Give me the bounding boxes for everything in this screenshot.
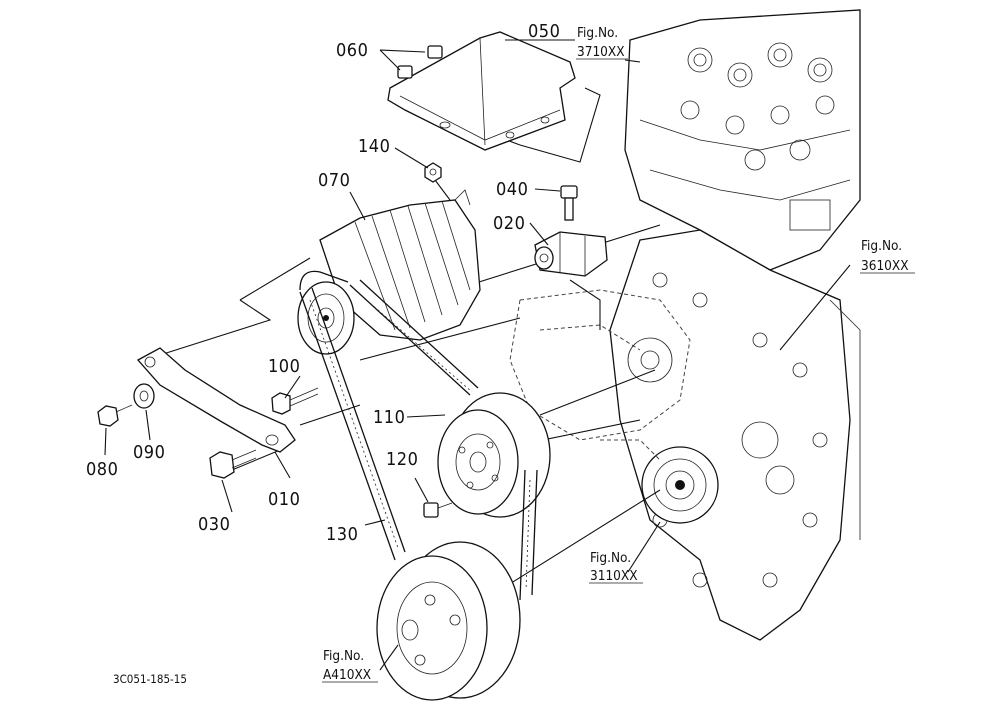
fig-3110-prefix: Fig.No. — [590, 550, 631, 566]
part-020-bracket — [534, 231, 608, 277]
label-130: 130 — [326, 524, 358, 545]
engine-block — [509, 9, 861, 641]
part-010-bracket — [136, 347, 296, 453]
fig-3710-prefix: Fig.No. — [577, 25, 618, 41]
label-030: 030 — [198, 514, 230, 535]
label-100: 100 — [268, 356, 300, 377]
fig-3710-number: 3710XX — [577, 44, 625, 60]
part-040-bolt — [560, 185, 578, 221]
crankshaft-pulley — [376, 541, 521, 701]
label-070: 070 — [318, 170, 350, 191]
label-050: 050 — [528, 21, 560, 42]
label-110: 110 — [373, 407, 405, 428]
label-060: 060 — [336, 40, 368, 61]
fig-a410-number: A410XX — [323, 667, 371, 683]
label-020: 020 — [493, 213, 525, 234]
leader-lines — [104, 39, 851, 671]
label-120: 120 — [386, 449, 418, 470]
part-100-bolt — [271, 387, 319, 415]
part-030-bolt — [209, 449, 257, 479]
fig-3610-prefix: Fig.No. — [861, 238, 902, 254]
drawing-code: 3C051-185-15 — [113, 672, 187, 686]
label-090: 090 — [133, 442, 165, 463]
part-070-alternator — [297, 189, 481, 355]
label-040: 040 — [496, 179, 528, 200]
part-130-belt — [299, 270, 538, 601]
figure-references: Fig.No. 3710XX Fig.No. 3610XX Fig.No. 31… — [322, 25, 915, 683]
fig-3610-number: 3610XX — [861, 258, 909, 274]
fig-a410-prefix: Fig.No. — [323, 648, 364, 664]
part-120-bolt — [423, 502, 453, 518]
label-010: 010 — [268, 489, 300, 510]
label-140: 140 — [358, 136, 390, 157]
part-labels: 060 050 140 070 040 020 100 110 120 130 … — [86, 21, 560, 545]
fig-3110-number: 3110XX — [590, 568, 638, 584]
part-050-cover — [387, 31, 576, 151]
part-140-nut — [424, 162, 442, 183]
part-090-washer — [133, 383, 155, 409]
part-080-bolt — [97, 404, 133, 427]
part-110-fan-pulley — [437, 392, 551, 518]
part-060-bolts — [397, 45, 443, 79]
assembly-lines — [159, 87, 661, 641]
label-080: 080 — [86, 459, 118, 480]
